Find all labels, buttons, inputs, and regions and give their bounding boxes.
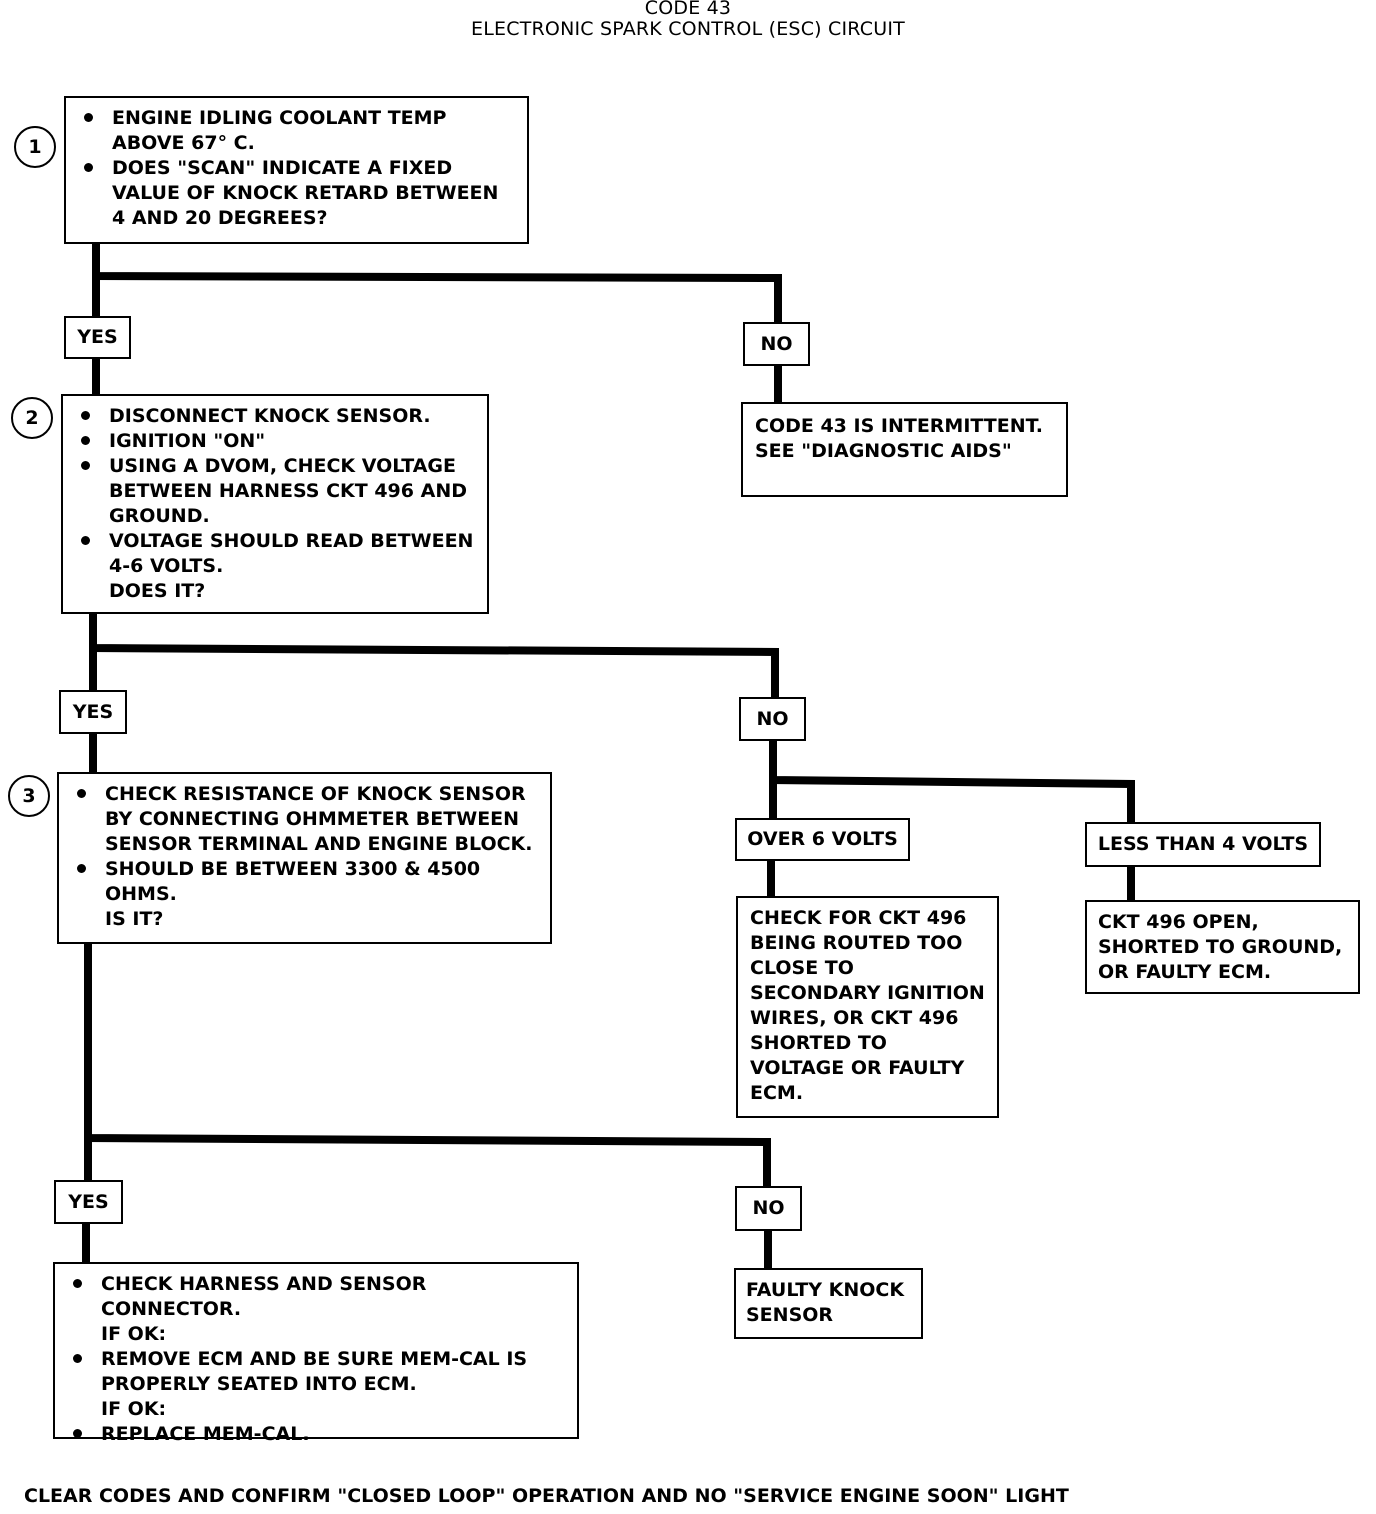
step-3-item: SHOULD BE BETWEEN 3300 & 4500 OHMS. bbox=[71, 857, 538, 907]
connector-1 bbox=[92, 240, 782, 326]
connector-3 bbox=[84, 940, 771, 1190]
step-4-item: REPLACE MEM-CAL. bbox=[67, 1422, 565, 1447]
step-2-question: DOES IT? bbox=[109, 580, 206, 602]
step-2-item: IGNITION "ON" bbox=[75, 429, 475, 454]
over-6-volts-label: OVER 6 VOLTS bbox=[735, 818, 910, 861]
step-3-box: CHECK RESISTANCE OF KNOCK SENSOR BY CONN… bbox=[57, 772, 552, 944]
connector-2-no bbox=[769, 736, 1135, 826]
yes-label-2: YES bbox=[59, 690, 127, 734]
step-2-item: DISCONNECT KNOCK SENSOR. bbox=[75, 404, 475, 429]
result-less-than-4-volts: CKT 496 OPEN, SHORTED TO GROUND, OR FAUL… bbox=[1085, 900, 1360, 994]
step-1-box: ENGINE IDLING COOLANT TEMP ABOVE 67° C. … bbox=[64, 96, 529, 244]
yes-label-3: YES bbox=[54, 1180, 123, 1224]
step-4-box: CHECK HARNESS AND SENSOR CONNECTOR. IF O… bbox=[53, 1262, 579, 1445]
yes-label-1: YES bbox=[64, 316, 131, 359]
step-1-item: ENGINE IDLING COOLANT TEMP ABOVE 67° C. bbox=[78, 106, 515, 156]
no-label-2: NO bbox=[739, 697, 806, 741]
step-4-item: REMOVE ECM AND BE SURE MEM-CAL IS PROPER… bbox=[67, 1347, 565, 1397]
result-intermittent: CODE 43 IS INTERMITTENT. SEE "DIAGNOSTIC… bbox=[741, 402, 1068, 497]
step-1-circle: 1 bbox=[14, 126, 56, 168]
step-4-condition: IF OK: bbox=[101, 1323, 167, 1345]
step-2-box: DISCONNECT KNOCK SENSOR. IGNITION "ON" U… bbox=[61, 394, 489, 614]
result-faulty-knock-sensor: FAULTY KNOCK SENSOR bbox=[734, 1268, 923, 1339]
step-2-item: VOLTAGE SHOULD READ BETWEEN 4-6 VOLTS. bbox=[75, 529, 475, 579]
chart-title: CODE 43 bbox=[644, 0, 732, 19]
step-4-condition: IF OK: bbox=[101, 1398, 167, 1420]
step-3-item: CHECK RESISTANCE OF KNOCK SENSOR BY CONN… bbox=[71, 782, 538, 857]
step-2-circle: 2 bbox=[11, 397, 53, 439]
no-label-1: NO bbox=[743, 322, 810, 366]
result-over-6-volts: CHECK FOR CKT 496 BEING ROUTED TOO CLOSE… bbox=[736, 896, 999, 1118]
less-than-4-volts-label: LESS THAN 4 VOLTS bbox=[1085, 822, 1321, 867]
connector-2 bbox=[89, 610, 779, 702]
step-2-item: USING A DVOM, CHECK VOLTAGE BETWEEN HARN… bbox=[75, 454, 475, 529]
no-label-3: NO bbox=[735, 1186, 802, 1231]
step-3-circle: 3 bbox=[8, 775, 50, 817]
chart-subtitle: ELECTRONIC SPARK CONTROL (ESC) CIRCUIT bbox=[471, 18, 905, 40]
step-3-question: IS IT? bbox=[105, 908, 164, 930]
step-4-item: CHECK HARNESS AND SENSOR CONNECTOR. bbox=[67, 1272, 565, 1322]
footer-instruction: CLEAR CODES AND CONFIRM "CLOSED LOOP" OP… bbox=[24, 1485, 1069, 1507]
step-1-item: DOES "SCAN" INDICATE A FIXED VALUE OF KN… bbox=[78, 156, 515, 231]
